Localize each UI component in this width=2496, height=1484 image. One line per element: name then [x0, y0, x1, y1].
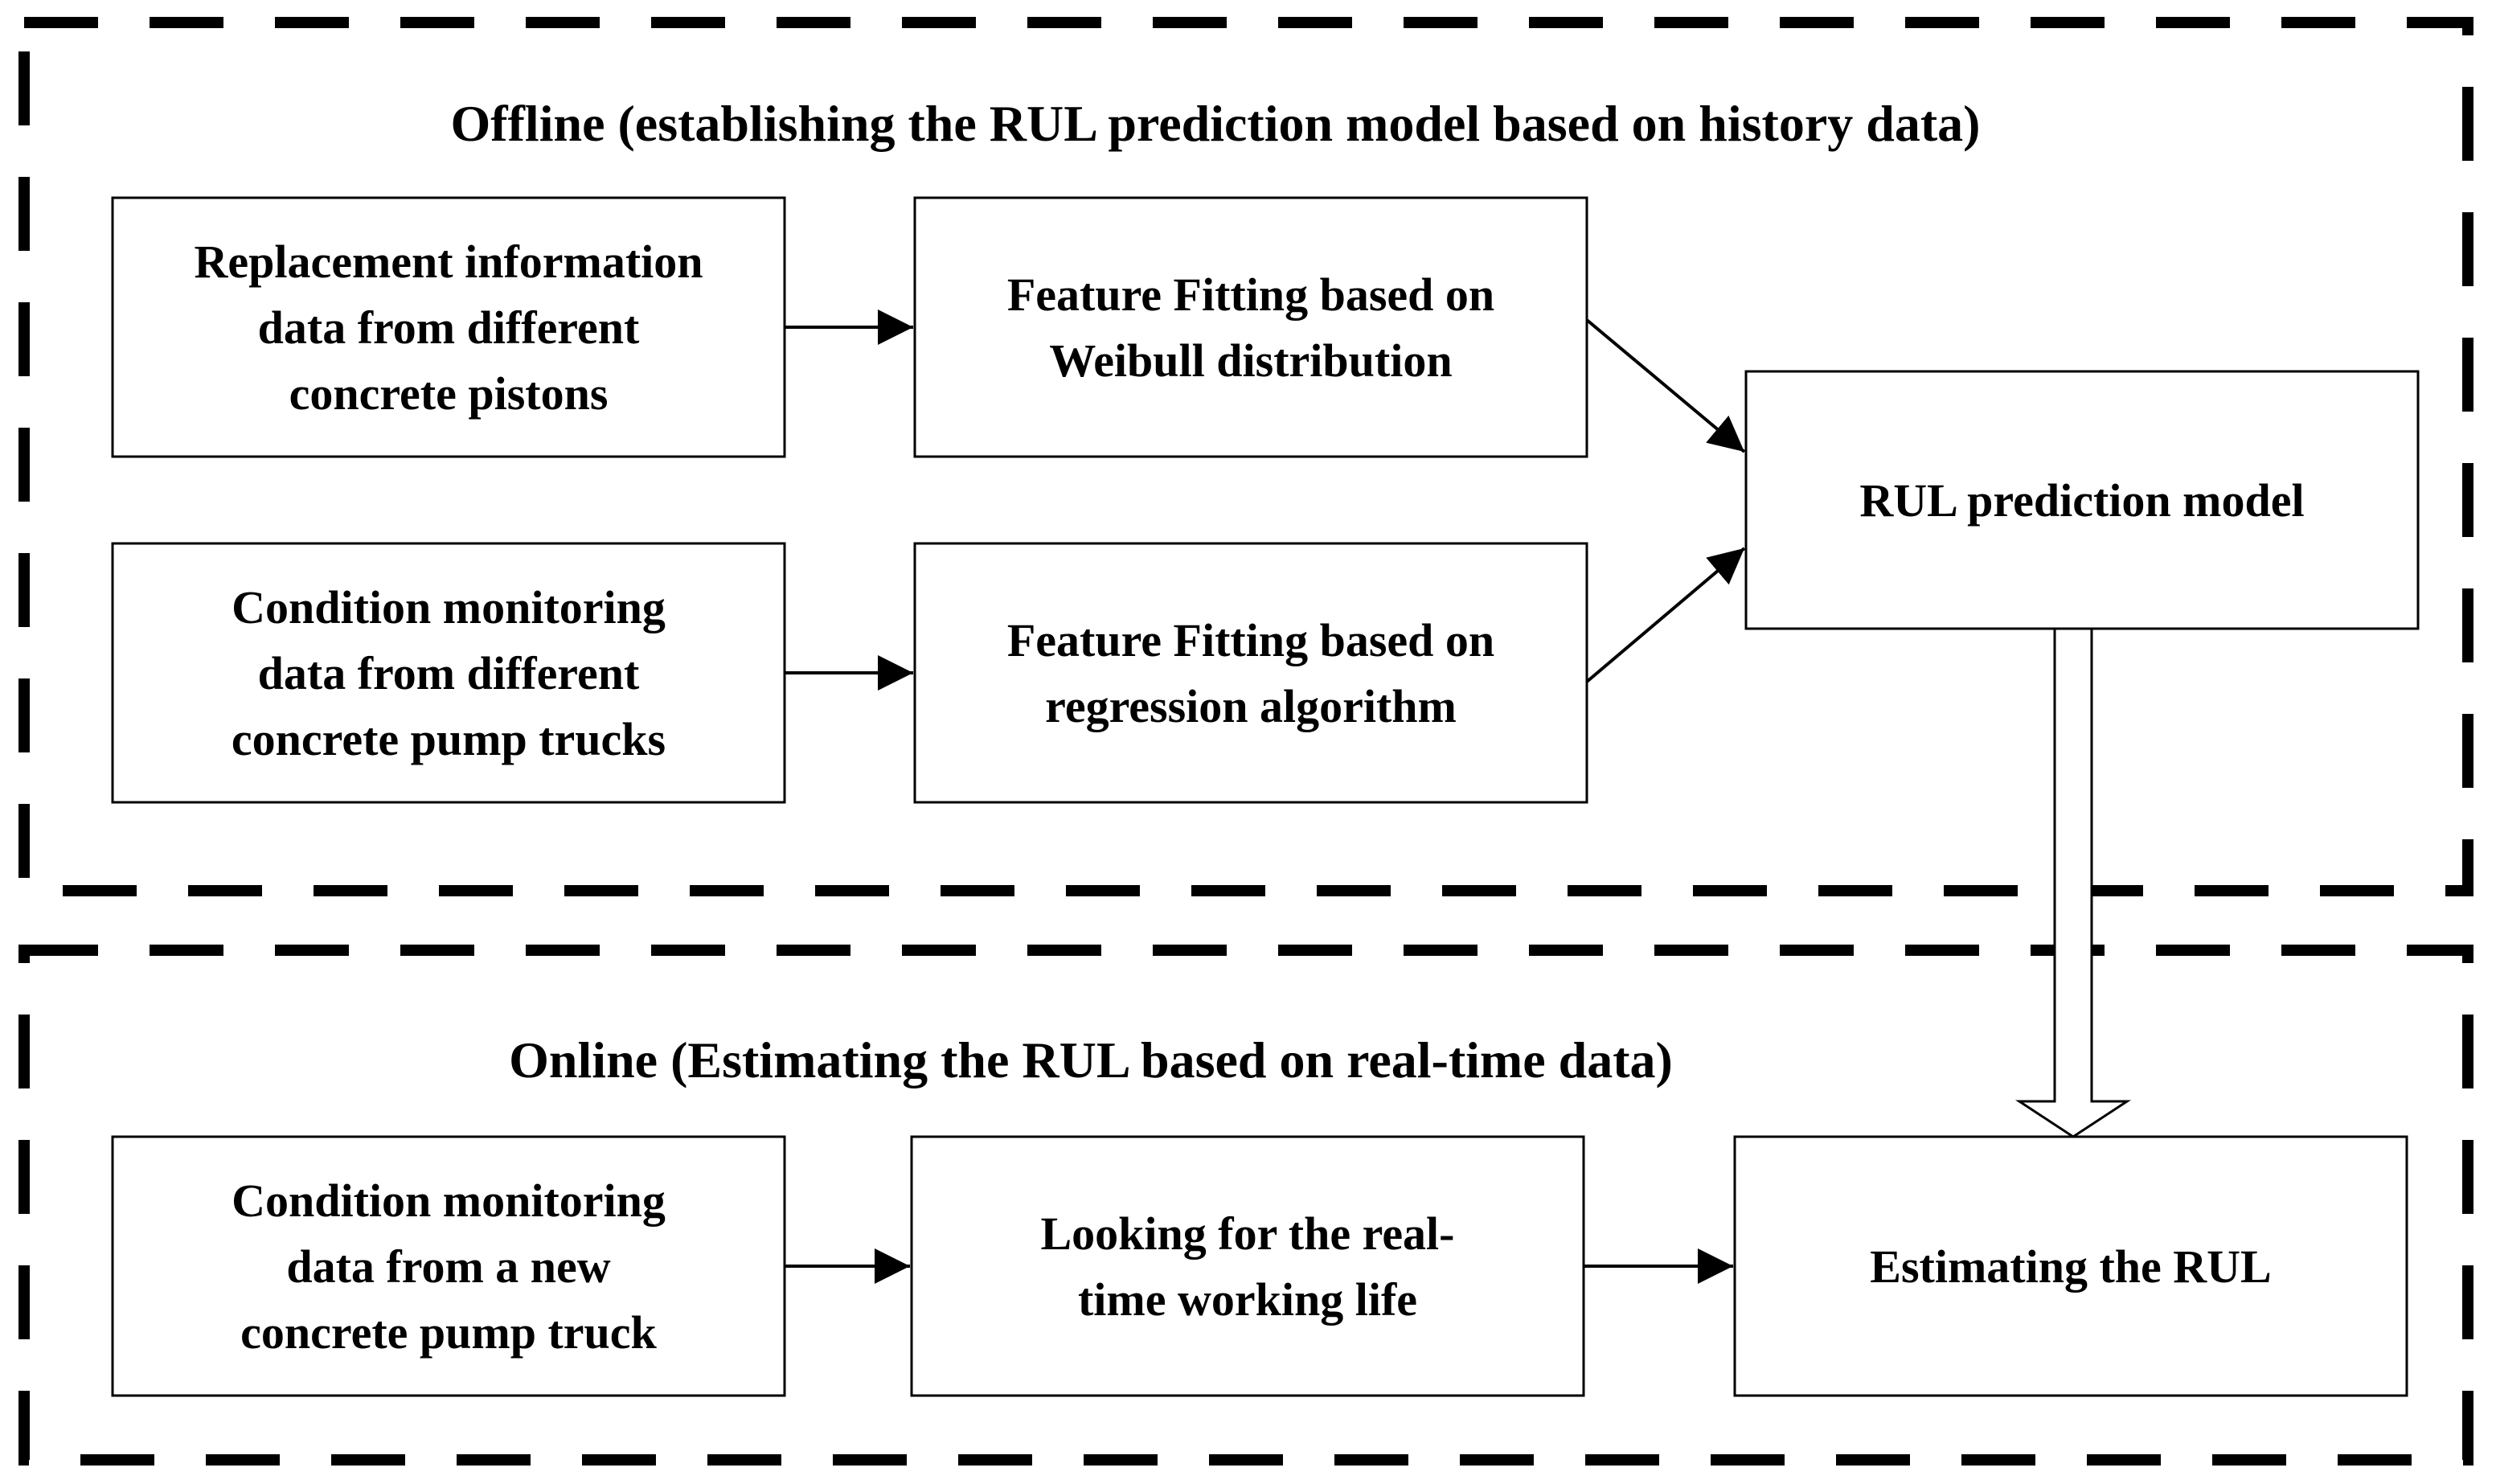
regression-fitting-box: Feature Fitting based on regression algor… — [913, 542, 1588, 804]
box-label-line: Feature Fitting based on — [1007, 269, 1494, 321]
estimate-rul-label: Estimating the RUL — [1870, 1240, 2271, 1293]
box-label-line: Estimating the RUL — [1870, 1240, 2271, 1293]
weibull-fitting-label: Feature Fitting based on Weibull distribu… — [1007, 269, 1494, 387]
condition-data-box: Condition monitoring data from different c… — [111, 542, 786, 804]
new-truck-data-box: Condition monitoring data from a new concr… — [111, 1135, 786, 1397]
online-title: Online (Estimating the RUL based on real… — [509, 1031, 1673, 1088]
weibull-fitting-box: Feature Fitting based on Weibull distribu… — [913, 196, 1588, 458]
box-label-line: concrete pistons — [289, 367, 609, 420]
condition-data-label: Condition monitoring data from different c… — [232, 581, 666, 765]
box-label-line: regression algorithm — [1045, 680, 1457, 732]
replacement-data-box: Replacement information data from differe… — [111, 196, 786, 458]
working-life-label: Looking for the real-time working life — [1040, 1207, 1454, 1326]
rul-model-box: RUL prediction model — [1744, 370, 2420, 630]
box-label-line: time working life — [1078, 1273, 1417, 1326]
offline-region — [18, 17, 2473, 896]
working-life-box: Looking for the real-time working life — [910, 1135, 1585, 1397]
box-label-line: Feature Fitting based on — [1007, 614, 1494, 666]
box-label-line: data from different — [258, 647, 640, 699]
box-label-line: data from a new — [286, 1240, 610, 1293]
box-label-line: data from different — [258, 301, 640, 354]
box-label-line: Condition monitoring — [232, 581, 666, 633]
rul-model-label: RUL prediction model — [1859, 474, 2304, 527]
offline-title: Offline (establishing the RUL prediction… — [451, 95, 1981, 152]
arrow-regression-to-model — [1585, 547, 1746, 683]
new-truck-data-label: Condition monitoring data from a new concr… — [232, 1174, 666, 1359]
box-label-line: Replacement information — [194, 236, 703, 288]
regression-fitting-label: Feature Fitting based on regression algor… — [1007, 614, 1494, 732]
estimate-rul-box: Estimating the RUL — [1733, 1135, 2408, 1397]
box-label-line: Looking for the real- — [1040, 1207, 1454, 1260]
box-label-line: concrete pump trucks — [232, 713, 666, 765]
box-label-line: Weibull distribution — [1049, 334, 1452, 387]
online-region — [18, 945, 2473, 1466]
replacement-data-label: Replacement information data from differe… — [194, 236, 703, 420]
box-label-line: Condition monitoring — [232, 1174, 666, 1227]
arrow-model-to-estimate — [2014, 627, 2132, 1138]
box-label-line: concrete pump truck — [240, 1306, 657, 1359]
box-label-line: RUL prediction model — [1859, 474, 2304, 527]
arrow-weibull-to-model — [1585, 318, 1746, 453]
